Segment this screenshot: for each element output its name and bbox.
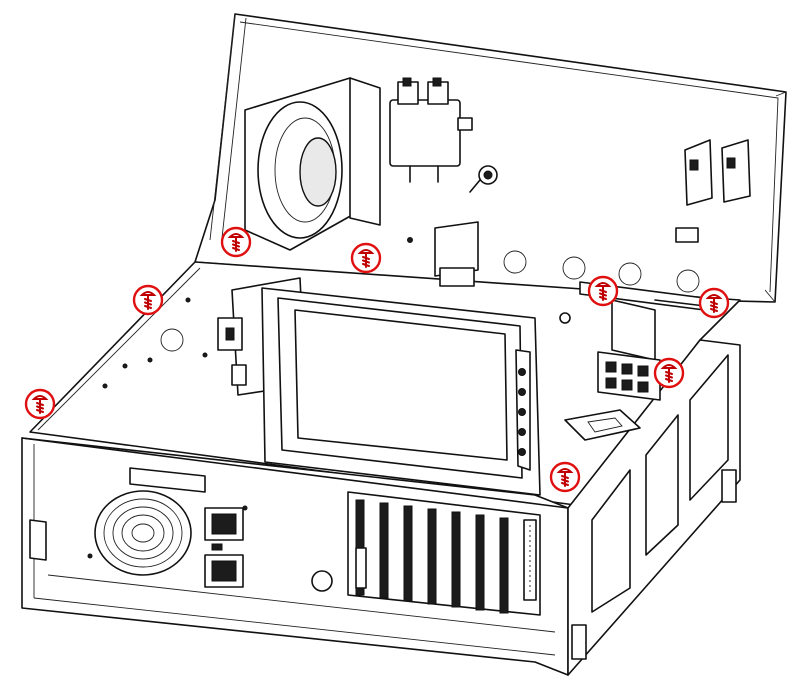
screw-icon [660, 364, 678, 383]
screw-marker [698, 287, 730, 319]
screw-icon [556, 468, 574, 487]
label-plate [564, 409, 641, 441]
screw-marker [653, 357, 685, 389]
screw-marker [587, 275, 619, 307]
top-relay [434, 221, 479, 287]
right-side-face [567, 339, 741, 676]
cooling-fan [244, 77, 381, 251]
screw-icon [357, 249, 375, 268]
screw-icon [705, 294, 723, 313]
screw-marker [132, 284, 164, 316]
screw-icon [227, 233, 245, 252]
relay-module [597, 299, 661, 401]
screw-icon [594, 282, 612, 301]
relays-rear [675, 139, 751, 243]
screw-icon [31, 395, 49, 414]
psu-fan-grille [94, 490, 192, 576]
screw-marker [220, 226, 252, 258]
rotary-knob [469, 165, 498, 193]
screw-marker [350, 242, 382, 274]
line-filter [389, 77, 473, 183]
screw-marker [549, 461, 581, 493]
touch-monitor [261, 287, 571, 496]
screw-icon [139, 291, 157, 310]
screw-marker [24, 388, 56, 420]
screw-markers [24, 226, 730, 493]
expansion-slots [347, 491, 541, 616]
